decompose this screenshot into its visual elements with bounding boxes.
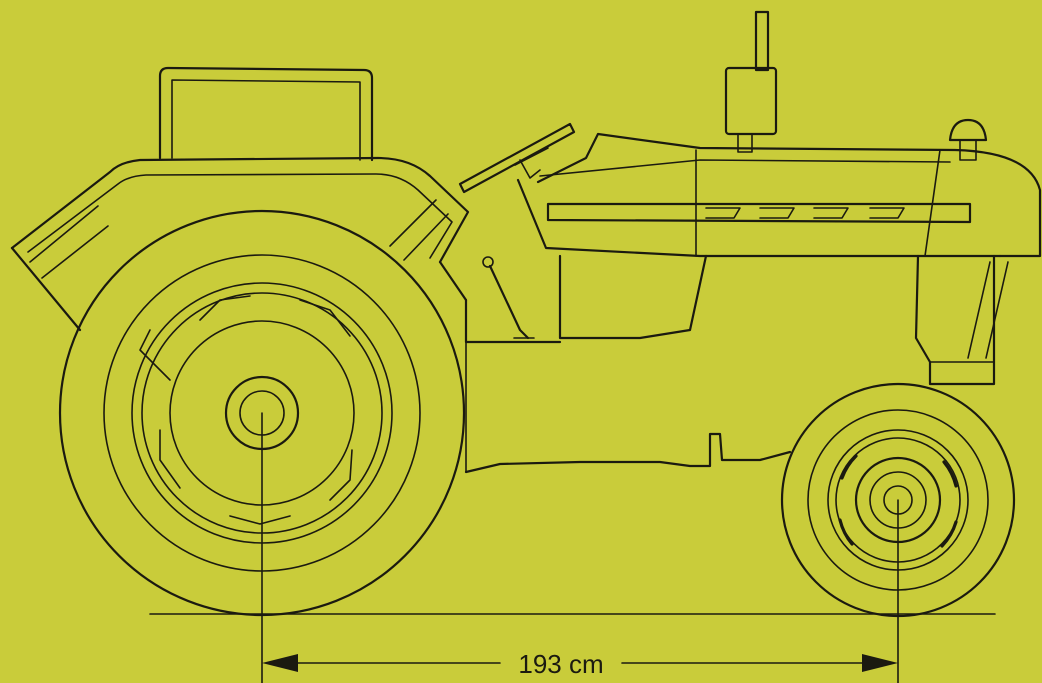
- chassis: [464, 298, 792, 474]
- wheelbase-label: 193 cm: [518, 649, 603, 679]
- wheelbase-dimension: 193 cm: [261, 412, 899, 683]
- exhaust-stack: [724, 10, 778, 153]
- hood: [516, 132, 1042, 258]
- engine-block: [558, 254, 1009, 386]
- grille-slots: [705, 207, 905, 219]
- safety-frame: [158, 66, 374, 162]
- steering-wheel: [458, 122, 576, 194]
- dimension-arrow-right-icon: [862, 654, 898, 672]
- dimension-arrow-left-icon: [262, 654, 298, 672]
- rear-rim-lugs: [139, 295, 353, 525]
- gear-lever: [482, 256, 535, 340]
- rear-fender: [10, 156, 470, 332]
